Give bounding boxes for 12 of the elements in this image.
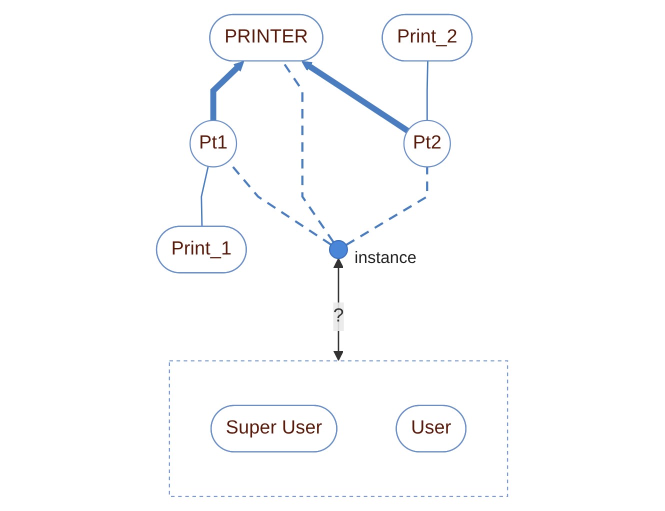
edge-label: ? [334,306,344,326]
node-circle: Pt1 [190,120,238,168]
arrow [334,258,344,361]
connector [201,166,210,227]
connector [426,62,429,120]
node-circle: Pt2 [404,120,452,168]
connector [346,166,429,246]
arrow [302,60,410,134]
cluster [169,360,509,498]
node-caption: instance [355,248,417,268]
arrow [210,61,245,120]
node-circle [329,240,348,260]
